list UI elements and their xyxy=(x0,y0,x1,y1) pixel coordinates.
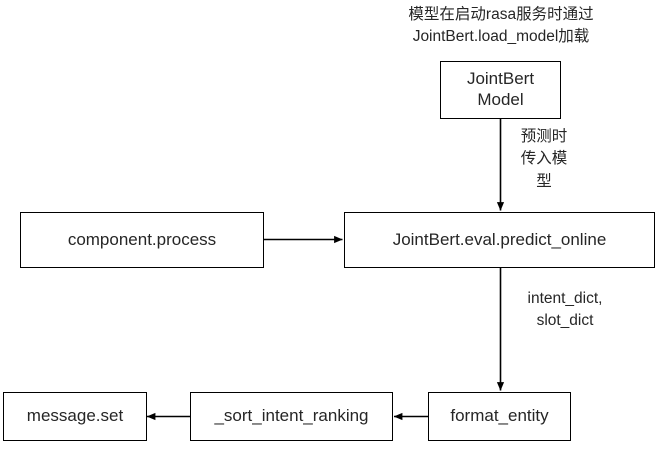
node-component-process[interactable]: component.process xyxy=(20,212,264,268)
node-format-entity[interactable]: format_entity xyxy=(428,392,571,441)
node-predict-online[interactable]: JointBert.eval.predict_online xyxy=(344,212,655,268)
node-sort-intent-ranking[interactable]: _sort_intent_ranking xyxy=(190,392,393,441)
node-jointbert-model[interactable]: JointBert Model xyxy=(440,61,561,119)
annotation-model-loading: 模型在启动rasa服务时通过 JointBert.load_model加载 xyxy=(408,6,594,46)
edge-label-model-to-predict: 预测时 传入模 型 xyxy=(520,128,568,190)
edge-label-predict-to-format: intent_dict, slot_dict xyxy=(527,290,603,330)
node-message-set[interactable]: message.set xyxy=(3,392,147,441)
